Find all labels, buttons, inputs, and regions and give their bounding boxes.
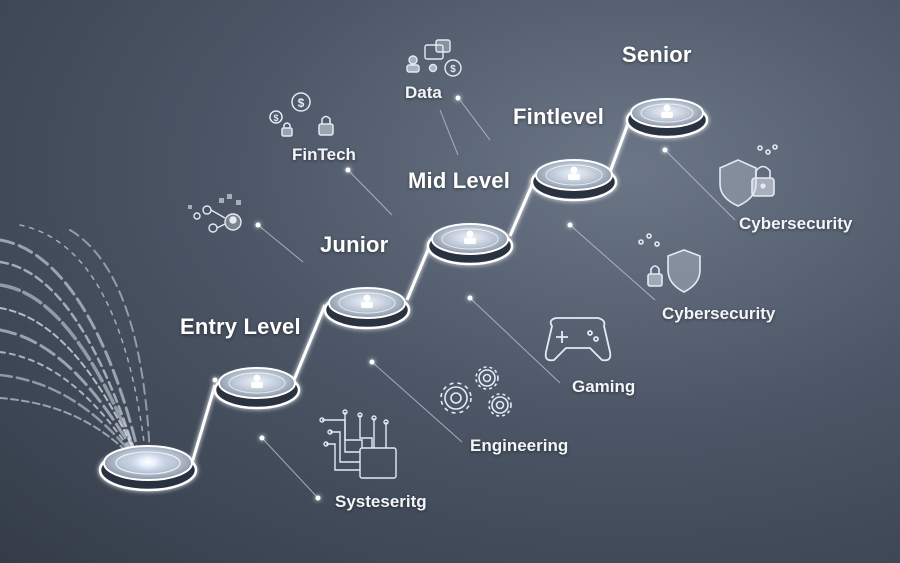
glow-dots <box>212 95 668 501</box>
stage-disk-entry-level <box>213 367 301 410</box>
user-icon <box>464 230 476 244</box>
stage-disk-mid-level <box>426 223 514 266</box>
industry-label-cybersecurity-lower: Cybersecurity <box>662 304 776 323</box>
glow-origin-icon <box>124 448 172 476</box>
user-icon <box>251 374 263 388</box>
user-icon <box>661 104 673 118</box>
user-icon <box>361 294 373 308</box>
industry-label-cybersecurity-upper: Cybersecurity <box>739 214 853 233</box>
stage-label-fintlevel: Fintlevel <box>513 104 605 129</box>
network-nodes-icon <box>188 194 242 233</box>
stage-label-entry-level: Entry Level <box>180 314 301 339</box>
industry-label-fintech: FinTech <box>292 145 356 164</box>
career-path-line <box>190 117 632 464</box>
svg-text:$: $ <box>273 113 278 123</box>
stage-disk-fintlevel <box>530 159 618 202</box>
stage-origin <box>98 445 198 492</box>
stage-label-senior: Senior <box>622 42 692 67</box>
stage-disk-junior <box>323 287 411 330</box>
circuit-board-icon <box>319 409 397 479</box>
data-stream-lines <box>0 224 151 471</box>
svg-text:$: $ <box>450 64 456 75</box>
stage-label-junior: Junior <box>320 232 389 257</box>
user-icon <box>568 166 580 180</box>
stage-label-mid-level: Mid Level <box>408 168 511 193</box>
gamepad-icon <box>544 317 612 362</box>
industry-label-systeseritg: Systeseritg <box>335 492 427 511</box>
coins-lock-icon: $ $ <box>269 92 334 137</box>
data-people-icon: $ <box>406 39 462 77</box>
industry-label-data: Data <box>405 83 442 102</box>
stage-disk-senior <box>625 98 709 139</box>
industry-label-engineering: Engineering <box>470 436 569 455</box>
shield-lock-icon <box>719 144 778 207</box>
industry-label-gaming: Gaming <box>572 377 636 396</box>
svg-text:$: $ <box>298 96 305 110</box>
shield-lock-icon <box>638 233 701 293</box>
gears-icon <box>440 366 512 417</box>
